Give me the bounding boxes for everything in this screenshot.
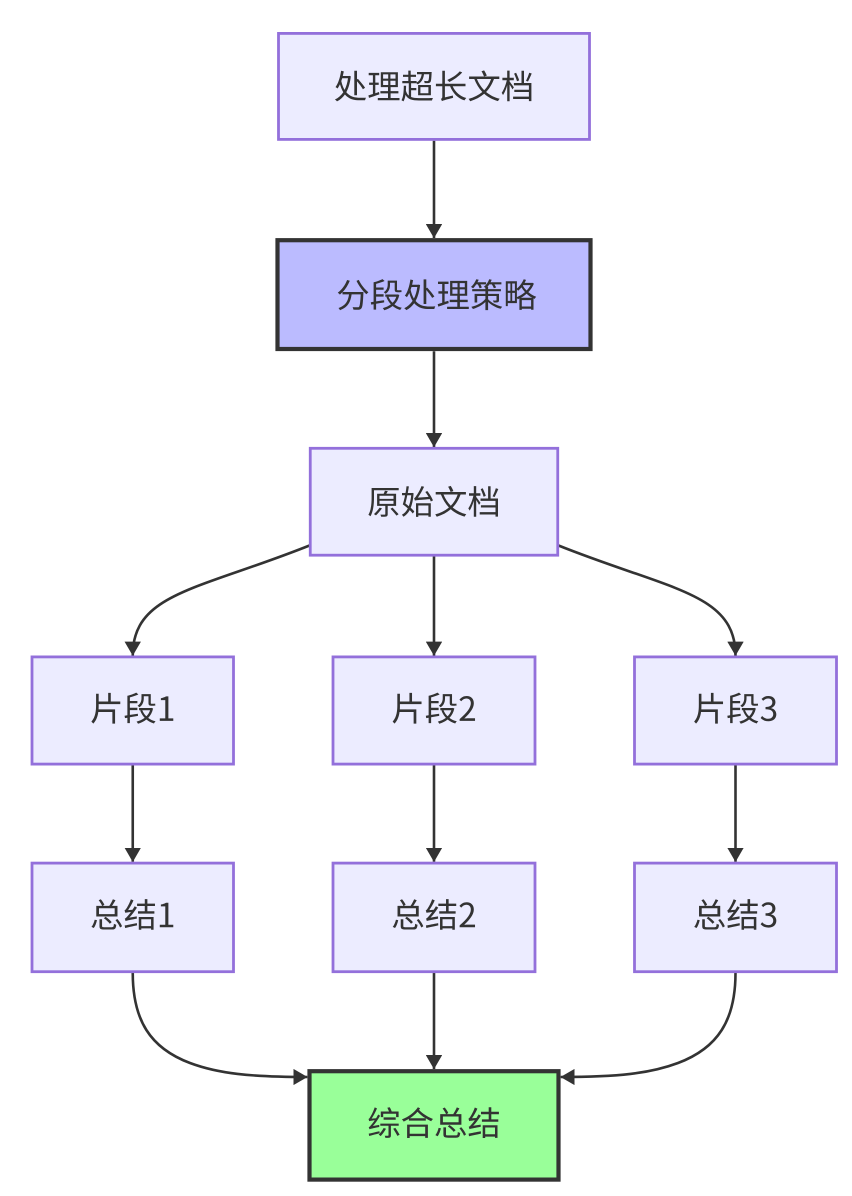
flow-node-I: 总结3: [633, 861, 838, 974]
flow-node-J-label: 综合总结: [367, 1106, 501, 1143]
flow-node-C-label: 原始文档: [367, 485, 501, 522]
flow-edge-I-J: [560, 972, 737, 1086]
flow-edge-C-D: [124, 544, 310, 656]
flow-node-H-label: 总结2: [391, 898, 476, 935]
flow-node-J-box: [307, 1069, 561, 1182]
flow-edges: [124, 140, 744, 1086]
flow-node-G-box: [30, 861, 235, 974]
flow-edge-G-J: [131, 972, 308, 1086]
flow-node-C-box: [308, 446, 560, 557]
flow-node-J: 综合总结: [307, 1069, 561, 1182]
flow-node-F-box: [633, 655, 838, 766]
flow-node-I-label: 总结3: [693, 898, 778, 935]
flow-node-G: 总结1: [30, 861, 235, 974]
flow-edge-C-F: [558, 544, 744, 656]
flow-nodes: 处理超长文档 分段处理策略 原始文档 片段1 片段2 片段3 总结1 总结2 总…: [30, 32, 838, 1182]
flow-node-D-label: 片段1: [90, 692, 175, 729]
flow-node-G-label: 总结1: [90, 898, 175, 935]
flow-node-D: 片段1: [30, 655, 235, 766]
flow-node-A: 处理超长文档: [277, 32, 591, 141]
flow-node-F: 片段3: [633, 655, 838, 766]
flow-node-A-label: 处理超长文档: [334, 70, 534, 107]
flow-node-B: 分段处理策略: [275, 238, 593, 352]
flow-node-B-box: [275, 238, 593, 352]
flow-node-C: 原始文档: [308, 446, 560, 557]
flow-node-E-box: [331, 655, 537, 766]
flow-node-E-label: 片段2: [391, 692, 476, 729]
flow-node-F-label: 片段3: [693, 692, 778, 729]
flow-node-A-box: [277, 32, 591, 141]
flow-node-D-box: [30, 655, 235, 766]
flow-node-H: 总结2: [331, 861, 537, 974]
flow-node-B-label: 分段处理策略: [334, 278, 534, 315]
flow-node-E: 片段2: [331, 655, 537, 766]
